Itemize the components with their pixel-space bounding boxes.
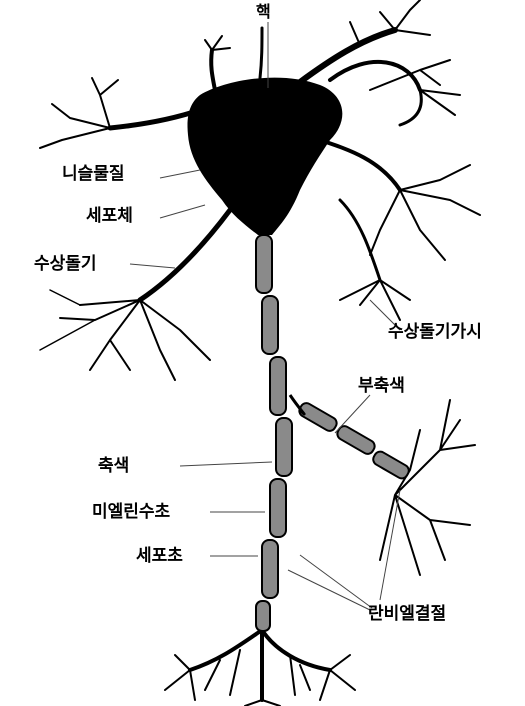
label-axon: 축색: [98, 456, 129, 476]
label-cell-body: 세포체: [86, 206, 133, 226]
myelin-segments: [256, 235, 292, 631]
label-dendritic-spines: 수상돌기가시: [388, 322, 482, 342]
label-nucleus: 핵: [256, 2, 271, 22]
label-schwann-cell: 세포초: [136, 546, 183, 566]
cell-body-shape: [188, 78, 343, 235]
label-axon-collateral: 부축색: [358, 376, 405, 396]
label-node-of-ranvier: 란비엘결절: [368, 604, 446, 624]
label-dendrite: 수상돌기: [34, 254, 97, 274]
label-myelin-sheath: 미엘린수초: [92, 502, 170, 522]
label-nissl-substance: 니슬물질: [62, 164, 125, 184]
